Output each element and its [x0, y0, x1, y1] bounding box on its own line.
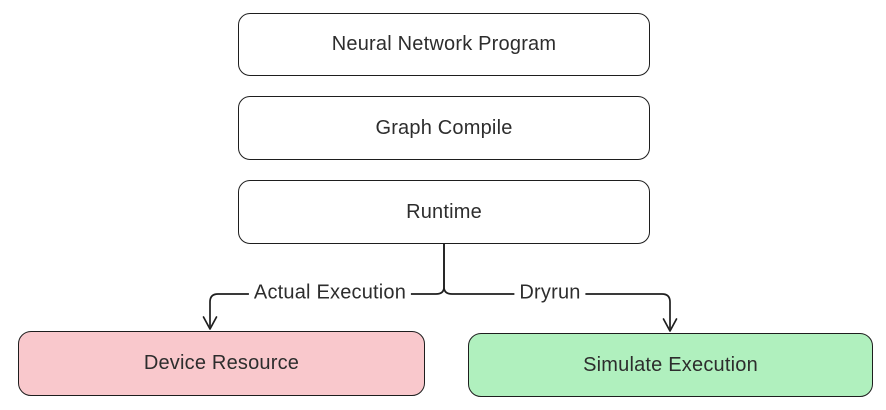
arrowhead-simulate-execution	[662, 318, 678, 332]
node-label: Neural Network Program	[331, 33, 557, 55]
node-label: Graph Compile	[375, 116, 513, 139]
node-neural-network-program: Neural Network Program	[238, 13, 650, 76]
node-label: Simulate Execution	[583, 353, 758, 376]
node-graph-compile: Graph Compile	[238, 96, 650, 160]
node-simulate-execution: Simulate Execution	[468, 333, 873, 397]
node-label: Runtime	[406, 200, 482, 223]
node-device-resource: Device Resource	[18, 331, 425, 396]
arrowhead-device-resource	[202, 316, 218, 330]
edge-label-dryrun: Dryrun	[514, 281, 586, 305]
node-label: Device Resource	[143, 352, 300, 374]
edge-label-actual-execution: Actual Execution	[248, 281, 412, 305]
node-runtime: Runtime	[238, 180, 650, 244]
